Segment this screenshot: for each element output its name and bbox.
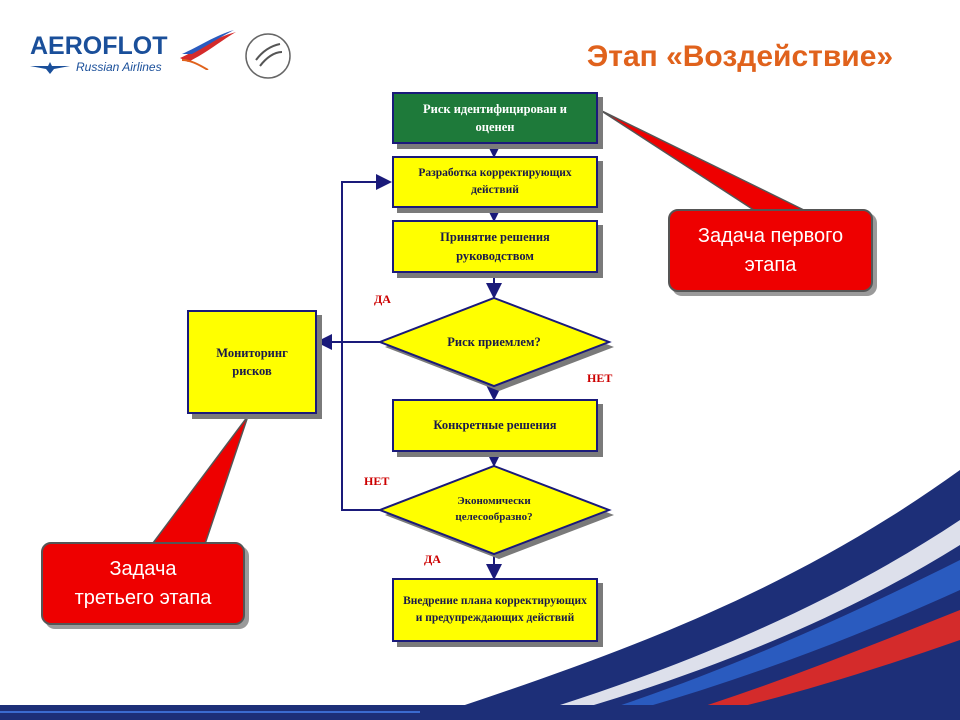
callout-first-stage: Задача первого этапа: [668, 209, 873, 292]
logo-text: AEROFLOT: [30, 32, 168, 60]
callout-third-stage: Задача третьего этапа: [41, 542, 245, 625]
label-no-1: НЕТ: [587, 371, 613, 385]
logo-subtitle: Russian Airlines: [76, 60, 162, 74]
wings-icon: [30, 62, 70, 74]
label-yes-2: ДА: [424, 552, 441, 566]
label-yes-1: ДА: [374, 292, 391, 306]
label-no-2: НЕТ: [364, 474, 390, 488]
step-specific-solutions: Конкретные решения: [392, 399, 598, 452]
flag-swoosh-icon: [180, 30, 236, 70]
page-title: Этап «Воздействие»: [586, 40, 894, 73]
step-develop-actions: Разработка корректирующих действий: [392, 156, 598, 208]
aeroflot-logo: AEROFLOT Russian Airlines: [28, 30, 308, 90]
step-management-decision: Принятие решения руководством: [392, 220, 598, 273]
step-risk-identified: Риск идентифицирован и оценен: [392, 92, 598, 144]
skyteam-logo: [245, 33, 291, 79]
step-implement-plan: Внедрение плана корректирующих и предупр…: [392, 578, 598, 642]
decision-risk-acceptable: Риск приемлем?: [447, 334, 541, 349]
decision-economically-feasible: Экономически целесообразно?: [455, 495, 533, 523]
monitoring-box: Мониторинг рисков: [187, 310, 317, 414]
